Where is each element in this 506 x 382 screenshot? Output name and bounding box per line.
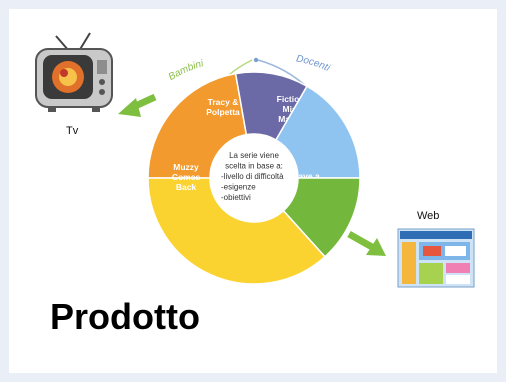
center-description: La serie viene scelta in base a:-livello … <box>221 151 284 202</box>
tv-icon <box>35 32 113 112</box>
wheel-segment-label: Miss <box>283 104 302 114</box>
wheel-segment-label: Muzzy <box>173 162 199 172</box>
wheel-segment-label: Comes <box>172 172 201 182</box>
center-text-line: scelta in base a: <box>225 162 283 171</box>
arc-top-dot <box>253 57 259 63</box>
center-text-line: -livello di difficoltà <box>221 172 284 181</box>
web-label: Web <box>417 210 439 222</box>
tv-label: Tv <box>66 125 79 137</box>
left-arrow <box>118 93 157 117</box>
wheel-segment-label: Have a <box>292 171 320 181</box>
center-text-line: La serie viene <box>229 151 279 160</box>
wheel-segment-label: Back <box>176 182 197 192</box>
center-text-line: -obiettivi <box>221 193 251 202</box>
docenti-label: Docenti <box>295 53 332 74</box>
center-circle <box>210 134 298 222</box>
wheel-segment-label: Polpetta <box>206 107 240 117</box>
website-screenshot-icon <box>397 228 475 288</box>
right-arrow <box>347 230 386 256</box>
page-title: Prodotto <box>50 296 200 337</box>
wheel-segment-label: Tracy & <box>208 97 239 107</box>
bambini-label: Bambini <box>167 58 206 83</box>
wheel-segment-tracy <box>147 72 248 179</box>
center-text-line: -esigenze <box>221 183 256 192</box>
wheel-segment-label: Fiction: <box>277 94 308 104</box>
